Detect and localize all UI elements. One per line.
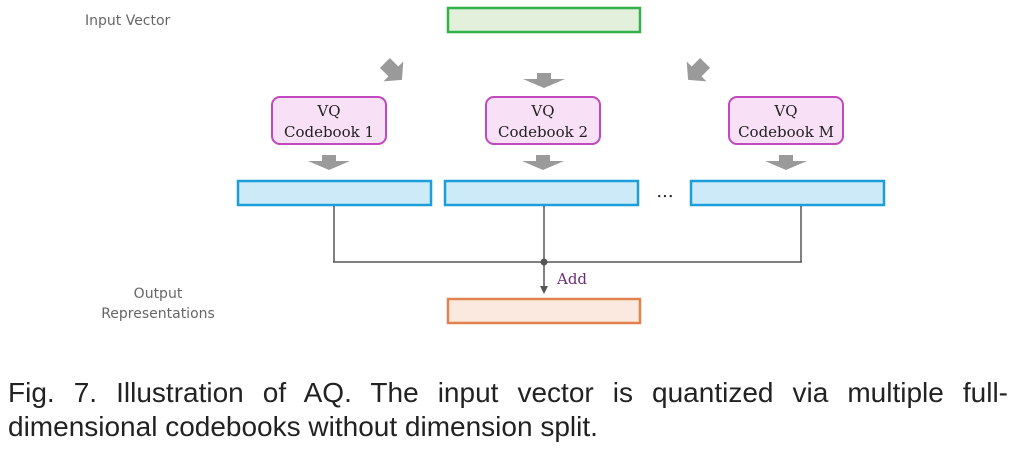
codebook-1-line1: VQ (316, 102, 340, 120)
sum-junction (540, 258, 548, 266)
codebook-1-line2: Codebook 1 (284, 123, 374, 141)
codeword-bar-m (689, 179, 886, 207)
codebook-2: VQ Codebook 2 (485, 96, 601, 145)
codeword-bar-2 (443, 179, 640, 207)
codebook-1: VQ Codebook 1 (271, 96, 387, 145)
codebook-m-line2: Codebook M (738, 123, 834, 141)
output-representation-bar (446, 297, 642, 325)
arrow-input-to-codebook-1 (379, 57, 404, 82)
input-vector-label: Input Vector (85, 13, 171, 29)
arrow-codebook-m-down (765, 155, 807, 170)
ellipsis: ... (656, 181, 673, 202)
codebook-2-line1: VQ (530, 102, 554, 120)
arrow-input-to-codebook-2 (523, 73, 565, 88)
codebook-m-line1: VQ (773, 102, 797, 120)
codebook-m: VQ Codebook M (728, 96, 844, 145)
add-arrowhead (540, 286, 548, 294)
output-label-line1: Output (134, 286, 183, 302)
sum-connector (333, 206, 802, 286)
arrow-codebook-2-down (522, 155, 564, 170)
output-label-line2: Representations (101, 306, 215, 322)
input-vector-bar (446, 6, 642, 34)
codeword-bar-1 (236, 179, 433, 207)
codebook-2-line2: Codebook 2 (498, 123, 588, 141)
arrow-input-to-codebook-m (686, 57, 711, 82)
aq-diagram: Input Vector Output Representations VQ C… (85, 6, 886, 325)
arrow-codebook-1-down (308, 155, 350, 170)
add-label: Add (556, 270, 587, 288)
figure-caption: Fig. 7. Illustration of AQ. The input ve… (8, 377, 1008, 442)
